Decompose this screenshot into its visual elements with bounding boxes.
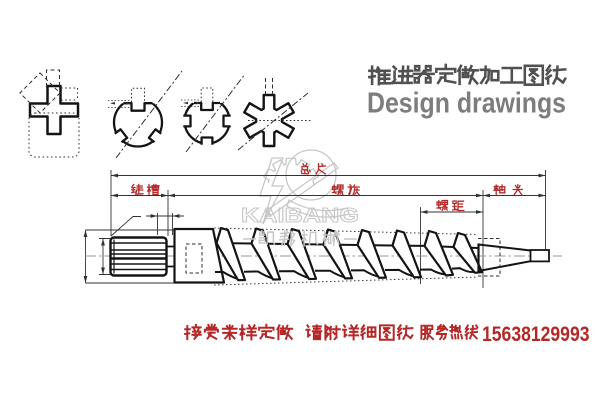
svg-text:Design drawings: Design drawings: [367, 88, 566, 120]
svg-text:KAIBANG: KAIBANG: [241, 204, 359, 227]
svg-text:15638129993: 15638129993: [482, 322, 590, 346]
